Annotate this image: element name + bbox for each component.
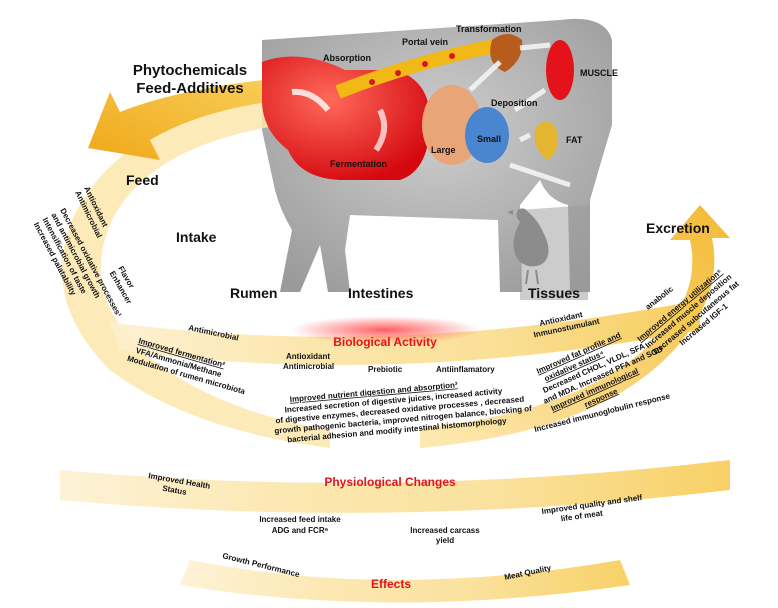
transformation-label: Transformation: [456, 24, 522, 34]
portal-vein: [335, 38, 502, 99]
flow-arrows: [468, 42, 571, 188]
fat-organ: [534, 121, 558, 160]
physio-carcass-1: Increased carcass: [410, 526, 480, 535]
stage-excretion: Excretion: [646, 220, 710, 236]
physio-feed-intake-1: Increased feed intake: [259, 515, 341, 524]
stage-intake: Intake: [176, 229, 217, 245]
stage-rumen: Rumen: [230, 285, 277, 301]
chicken-silhouette: [507, 208, 549, 285]
svg-text:Status: Status: [162, 484, 188, 497]
rumen-organ: [262, 56, 430, 180]
absorption-label: Absorption: [323, 53, 371, 63]
small-intestine-label: Small: [477, 134, 501, 144]
intestine-prebiotic: Prebiotic: [368, 365, 403, 374]
muscle-organ: [546, 40, 574, 100]
biological-activity-glow: [290, 316, 480, 344]
stage-intestines: Intestines: [348, 285, 414, 301]
stage-feed: Feed: [126, 172, 159, 188]
portal-vein-label: Portal vein: [402, 37, 448, 47]
feed-intake-arrow: [61, 92, 330, 448]
effects-title: Effects: [371, 577, 411, 591]
effects-band: [180, 560, 630, 603]
physiological-changes-band: [60, 460, 730, 513]
intestine-antiinflammatory: Antiinflamatory: [436, 365, 495, 374]
fat-label: FAT: [566, 135, 583, 145]
biological-activity-title: Biological Activity: [333, 335, 437, 349]
biological-activity-band: [110, 300, 700, 366]
stage-tissues: Tissues: [528, 285, 580, 301]
intestine-activity-1: Antioxidant: [286, 352, 330, 361]
title-line-2: Feed-Additives: [136, 80, 244, 97]
title-line-1: Phytochemicals: [133, 62, 247, 79]
deposition-label: Deposition: [491, 98, 538, 108]
feed-arrowhead: [88, 78, 282, 160]
physio-carcass-2: yield: [436, 536, 454, 545]
muscle-label: MUSCLE: [580, 68, 618, 78]
intestine-activity-2: Antimicrobial: [283, 362, 334, 371]
physiological-changes-title: Physiological Changes: [324, 475, 456, 489]
large-intestine-label: Large: [431, 145, 456, 155]
fermentation-label: Fermentation: [330, 159, 387, 169]
physio-feed-intake-2: ADG and FCR⁶: [272, 526, 329, 535]
small-intestine-organ: [465, 107, 509, 163]
